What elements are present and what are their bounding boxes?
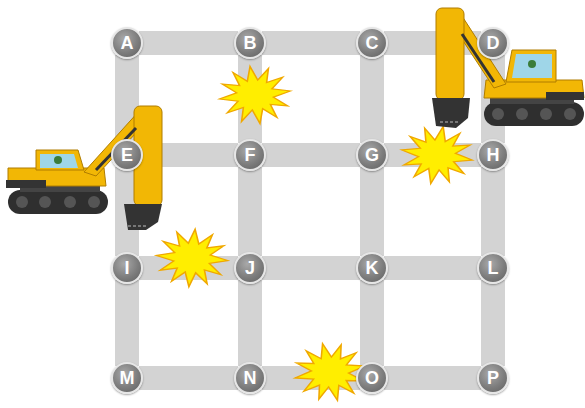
road [360, 167, 384, 256]
road [262, 143, 360, 167]
junction-letter: E [121, 146, 133, 164]
junction-circle: D [477, 27, 509, 59]
junction-letter: K [366, 259, 379, 277]
road [360, 55, 384, 143]
road [360, 280, 384, 366]
junction-letter: J [245, 259, 255, 277]
junction-circle: L [477, 252, 509, 284]
junction-circle: F [234, 139, 266, 171]
junction-circle: K [356, 252, 388, 284]
blast-star [153, 227, 230, 290]
junction-letter: O [365, 369, 379, 387]
junction-letter: P [487, 369, 499, 387]
junction-letter: C [366, 34, 379, 52]
junction-circle: P [477, 362, 509, 394]
junction-letter: I [124, 259, 129, 277]
junction-letter: N [244, 369, 257, 387]
road [115, 280, 139, 366]
junction-letter: B [244, 34, 257, 52]
junction-circle: N [234, 362, 266, 394]
road [481, 280, 505, 366]
junction-letter: F [245, 146, 256, 164]
junction-circle: H [477, 139, 509, 171]
junction-letter: A [121, 34, 134, 52]
road [384, 256, 481, 280]
junction-circle: C [356, 27, 388, 59]
excavator [432, 8, 584, 128]
excavator [6, 106, 162, 230]
junction-letter: D [487, 34, 500, 52]
junction-circle: J [234, 252, 266, 284]
junction-circle: G [356, 139, 388, 171]
road [481, 167, 505, 256]
road [384, 366, 481, 390]
junction-circle: M [111, 362, 143, 394]
road [139, 31, 238, 55]
junction-letter: G [365, 146, 379, 164]
junction-letter: H [487, 146, 500, 164]
road [238, 167, 262, 256]
junction-circle: B [234, 27, 266, 59]
road [238, 280, 262, 366]
road [139, 366, 238, 390]
junction-letter: L [488, 259, 499, 277]
junction-circle: A [111, 27, 143, 59]
junction-circle: I [111, 252, 143, 284]
road [262, 256, 360, 280]
blast-star [215, 62, 296, 127]
junction-letter: M [120, 369, 135, 387]
junction-circle: O [356, 362, 388, 394]
junction-circle: E [111, 139, 143, 171]
blast-star [396, 122, 479, 189]
road [262, 31, 360, 55]
